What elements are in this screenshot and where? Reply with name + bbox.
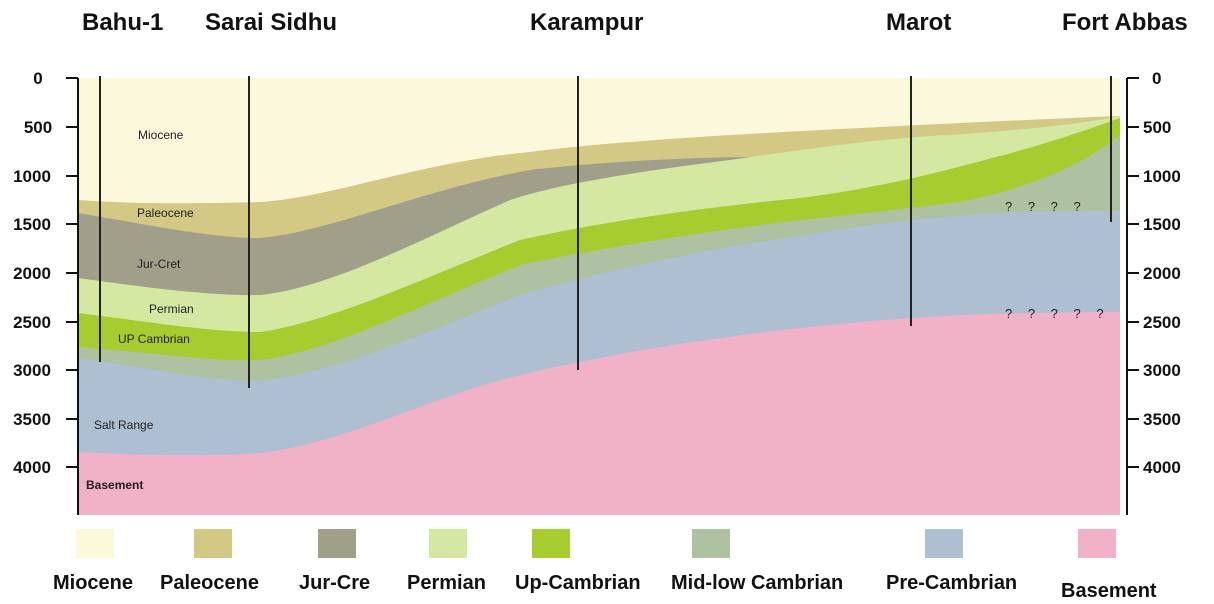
legend-swatch-precambrian bbox=[925, 529, 963, 558]
legend-label-basement: Basement bbox=[1061, 580, 1157, 602]
right-depth-tick-0: 0 bbox=[1152, 69, 1161, 88]
legend-label-upcambrian: Up-Cambrian bbox=[515, 572, 641, 594]
right-depth-tick-3500: 3500 bbox=[1143, 410, 1181, 429]
right-depth-axis: 0 500 1000 1500 2000 2500 3000 3500 4000 bbox=[1126, 69, 1181, 515]
left-depth-tick-2000: 2000 bbox=[13, 264, 51, 283]
right-depth-tick-3000: 3000 bbox=[1143, 361, 1181, 380]
legend-swatch-miocene bbox=[76, 529, 114, 558]
well-label-sarai-sidhu: Sarai Sidhu bbox=[205, 9, 337, 36]
legend-swatch-paleocene bbox=[194, 529, 232, 558]
legend-swatch-upcambrian bbox=[532, 529, 570, 558]
left-depth-tick-2500: 2500 bbox=[13, 313, 51, 332]
legend-label-precambrian: Pre-Cambrian bbox=[886, 572, 1017, 594]
unit-label-basement: Basement bbox=[86, 478, 143, 492]
legend-label-jurcre: Jur-Cre bbox=[299, 572, 370, 594]
legend-label-paleocene: Paleocene bbox=[160, 572, 259, 594]
left-depth-tick-3000: 3000 bbox=[13, 361, 51, 380]
uncertainty-marks-lower: ? ? ? ? ? bbox=[1005, 306, 1110, 321]
right-depth-tick-500: 500 bbox=[1143, 118, 1171, 137]
left-depth-tick-4000: 4000 bbox=[13, 458, 51, 477]
legend-swatch-midlowcambrian bbox=[692, 529, 730, 558]
legend-label-permian: Permian bbox=[407, 572, 486, 594]
unit-label-miocene: Miocene bbox=[138, 128, 184, 142]
unit-label-permian: Permian bbox=[149, 302, 194, 316]
layer-basement bbox=[78, 312, 1120, 515]
left-depth-tick-500: 500 bbox=[24, 118, 52, 137]
layer-stack bbox=[78, 78, 1120, 515]
legend-swatch-jurcre bbox=[318, 529, 356, 558]
right-depth-tick-2000: 2000 bbox=[1143, 264, 1181, 283]
right-depth-tick-1500: 1500 bbox=[1143, 215, 1181, 234]
legend-swatch-basement bbox=[1078, 529, 1116, 558]
legend-label-midlowcambrian: Mid-low Cambrian bbox=[671, 572, 843, 594]
right-depth-tick-1000: 1000 bbox=[1143, 167, 1181, 186]
left-depth-tick-3500: 3500 bbox=[13, 410, 51, 429]
unit-label-upcambrian: UP Cambrian bbox=[118, 332, 190, 346]
well-label-marot: Marot bbox=[886, 9, 951, 36]
unit-label-jurcret: Jur-Cret bbox=[137, 257, 181, 271]
left-depth-tick-1500: 1500 bbox=[13, 215, 51, 234]
right-depth-tick-4000: 4000 bbox=[1143, 458, 1181, 477]
well-label-fort-abbas: Fort Abbas bbox=[1062, 9, 1188, 36]
well-label-karampur: Karampur bbox=[530, 9, 643, 36]
legend-label-miocene: Miocene bbox=[53, 572, 133, 594]
left-depth-tick-0: 0 bbox=[33, 69, 42, 88]
left-depth-tick-1000: 1000 bbox=[13, 167, 51, 186]
legend: Miocene Paleocene Jur-Cre Permian Up-Cam… bbox=[53, 529, 1157, 602]
uncertainty-marks-upper: ? ? ? ? bbox=[1005, 199, 1087, 214]
left-depth-axis: 0 500 1000 1500 2000 2500 3000 3500 4000 bbox=[13, 69, 79, 515]
well-lines bbox=[99, 76, 1112, 388]
legend-swatch-permian bbox=[429, 529, 467, 558]
unit-label-saltrange: Salt Range bbox=[94, 418, 154, 432]
unit-label-paleocene: Paleocene bbox=[137, 206, 194, 220]
right-depth-tick-2500: 2500 bbox=[1143, 313, 1181, 332]
well-label-bahu: Bahu-1 bbox=[82, 9, 163, 36]
